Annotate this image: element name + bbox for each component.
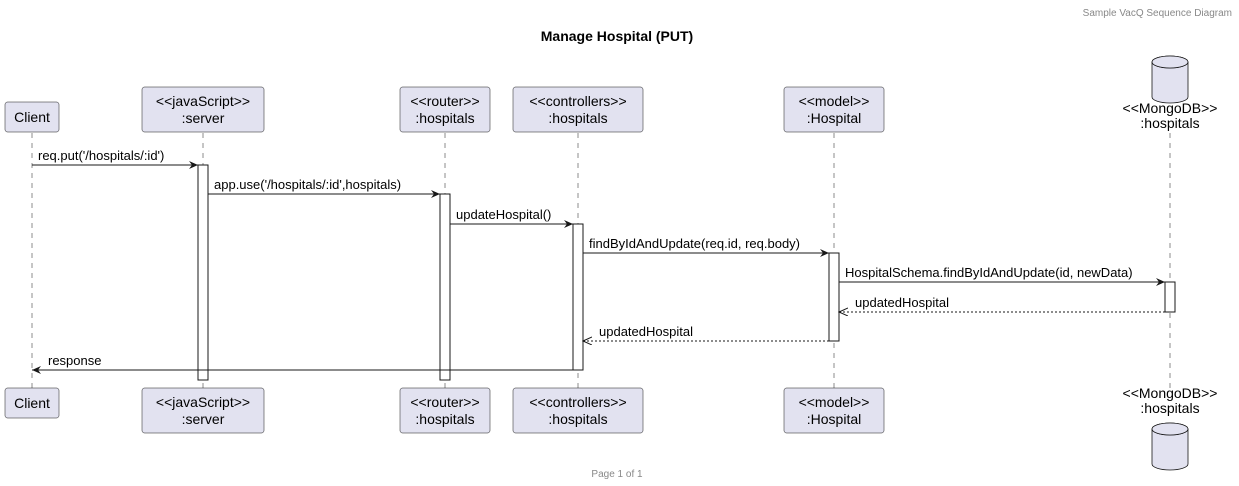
participant-label: Client [14, 395, 50, 411]
participant-label: :hospitals [1140, 400, 1199, 416]
participant-mongodb-bottom: <<MongoDB>>:hospitals [1123, 385, 1218, 471]
participant-label: :server [182, 411, 225, 427]
participant-label: <<controllers>> [529, 394, 626, 410]
participant-label: <<MongoDB>> [1123, 100, 1218, 116]
participant-label: :hospitals [415, 110, 474, 126]
message-label: req.put('/hospitals/:id') [38, 148, 164, 163]
participant-model-top: <<model>>:Hospital [783, 86, 885, 133]
message-label: updatedHospital [855, 295, 949, 310]
participant-router-bottom: <<router>>:hospitals [399, 387, 491, 434]
diagram-title: Manage Hospital (PUT) [541, 28, 693, 44]
participant-box [141, 86, 265, 133]
participant-label: <<router>> [410, 93, 479, 109]
message-label: HospitalSchema.findByIdAndUpdate(id, new… [845, 265, 1133, 280]
participant-server-top: <<javaScript>>:server [141, 86, 265, 133]
message-6: updatedHospital [839, 295, 1165, 312]
participant-label: <<javaScript>> [156, 394, 250, 410]
participant-box [783, 387, 885, 434]
participant-label: <<model>> [799, 394, 870, 410]
participant-label: :server [182, 110, 225, 126]
participant-label: :hospitals [415, 411, 474, 427]
message-8: response [32, 353, 573, 374]
message-label: findByIdAndUpdate(req.id, req.body) [589, 236, 800, 251]
participant-label: :hospitals [548, 110, 607, 126]
message-label: updateHospital() [456, 207, 551, 222]
participant-mongodb-top: <<MongoDB>>:hospitals [1123, 55, 1218, 131]
message-5: HospitalSchema.findByIdAndUpdate(id, new… [839, 265, 1165, 286]
participant-label: :hospitals [548, 411, 607, 427]
activation-server [197, 164, 209, 381]
participant-client-top: Client [4, 101, 60, 133]
participant-box [783, 86, 885, 133]
participant-router-top: <<router>>:hospitals [399, 86, 491, 133]
database-icon [1151, 422, 1189, 471]
participant-model-bottom: <<model>>:Hospital [783, 387, 885, 434]
activation-mongodb [1164, 281, 1176, 313]
message-label: app.use('/hospitals/:id',hospitals) [214, 177, 401, 192]
participant-label: <<router>> [410, 394, 479, 410]
participant-label: :Hospital [807, 411, 861, 427]
participant-box [4, 101, 60, 133]
participant-label: <<javaScript>> [156, 93, 250, 109]
participant-server-bottom: <<javaScript>>:server [141, 387, 265, 434]
page-footer: Page 1 of 1 [591, 469, 643, 480]
message-7: updatedHospital [583, 324, 829, 341]
message-label: updatedHospital [599, 324, 693, 339]
message-1: req.put('/hospitals/:id') [32, 148, 198, 169]
participant-box [512, 86, 644, 133]
database-icon [1151, 55, 1189, 104]
activation-controllers [572, 223, 584, 371]
message-4: findByIdAndUpdate(req.id, req.body) [583, 236, 829, 257]
participant-label: <<MongoDB>> [1123, 385, 1218, 401]
activation-router [439, 193, 451, 381]
participant-label: <<controllers>> [529, 93, 626, 109]
participant-label: :Hospital [807, 110, 861, 126]
participant-box [512, 387, 644, 434]
message-label: response [48, 353, 101, 368]
participant-box [399, 387, 491, 434]
participant-label: <<model>> [799, 93, 870, 109]
participant-label: Client [14, 109, 50, 125]
participant-controllers-top: <<controllers>>:hospitals [512, 86, 644, 133]
participant-box [141, 387, 265, 434]
message-3: updateHospital() [450, 207, 573, 228]
activation-model [828, 252, 840, 342]
participant-box [4, 387, 60, 419]
participant-client-bottom: Client [4, 387, 60, 419]
message-2: app.use('/hospitals/:id',hospitals) [208, 177, 440, 198]
participant-label: :hospitals [1140, 115, 1199, 131]
participant-controllers-bottom: <<controllers>>:hospitals [512, 387, 644, 434]
header-caption: Sample VacQ Sequence Diagram [1083, 8, 1232, 19]
participant-box [399, 86, 491, 133]
